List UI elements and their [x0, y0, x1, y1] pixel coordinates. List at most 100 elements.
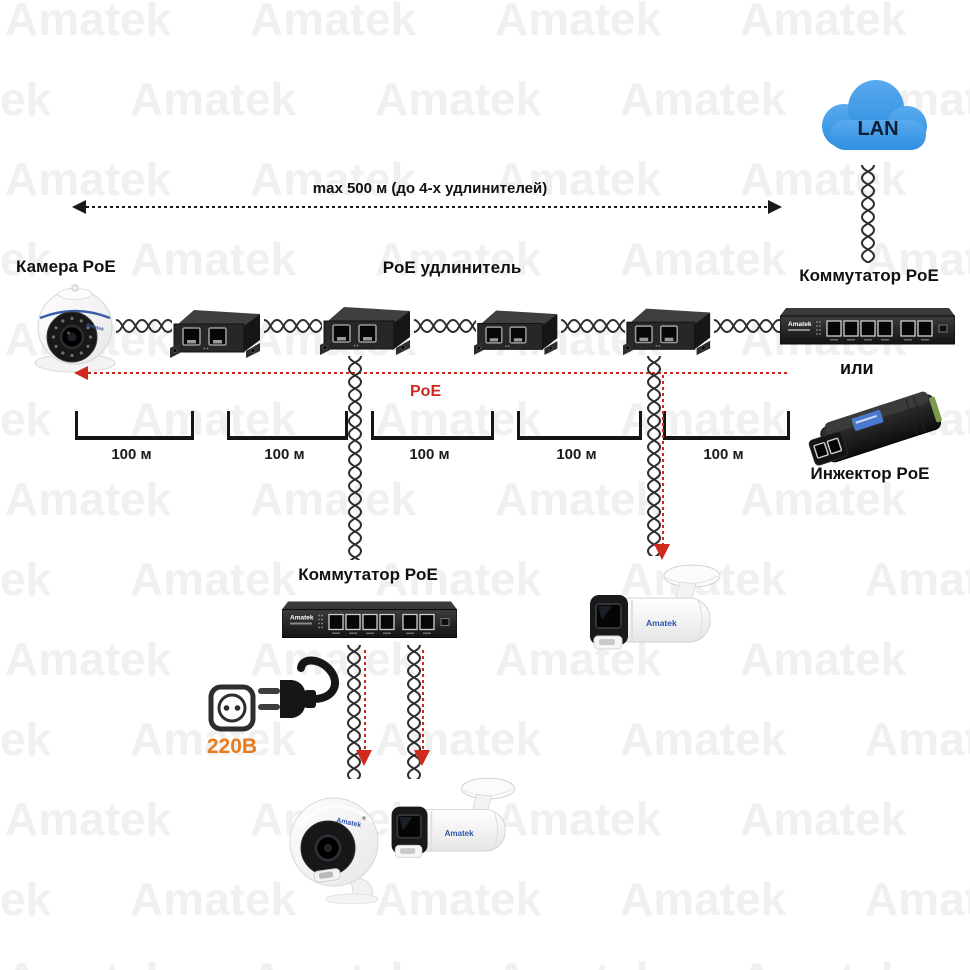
- watermark-text: Amatek: [130, 73, 297, 125]
- poe-switch-label: Коммутатор PoE: [799, 266, 939, 285]
- lan-cloud-icon: LAN: [822, 80, 927, 150]
- poe-drop-line: [662, 375, 664, 545]
- distance-bracket-5: [663, 411, 790, 440]
- extender4-drop-cable: [646, 356, 662, 556]
- max-distance-label: max 500 м (до 4-х удлинителей): [312, 180, 548, 197]
- watermark-text: Amatek: [250, 153, 417, 205]
- twisted-pair-cable: [414, 318, 476, 334]
- power-220v-label: 220В: [206, 735, 258, 758]
- rj45-port: [813, 441, 829, 459]
- distance-bracket-1: [75, 411, 194, 440]
- bullet-camera-icon: Amatek: [590, 564, 721, 650]
- arrow-left-icon: [72, 200, 86, 214]
- watermark-text: Amatek: [5, 633, 172, 685]
- switch-brand-text: Amatek: [290, 615, 314, 622]
- watermark-text: Amatek: [5, 952, 171, 970]
- extender2-drop-cable: [347, 356, 363, 560]
- poe-power-line: [88, 372, 788, 374]
- turret-camera-icon: Amatek: [289, 797, 379, 904]
- segment-length-label: 100 м: [556, 446, 597, 463]
- poe-extender-label: PoE удлинитель: [382, 258, 522, 277]
- watermark-text: Amatek: [740, 633, 907, 685]
- camera-brand-text: Amatek: [646, 618, 677, 628]
- cloud-to-switch-cable: [860, 165, 876, 263]
- poe-extender-3: [474, 310, 558, 355]
- or-label: или: [840, 358, 874, 378]
- twisted-pair-cable: [116, 318, 172, 334]
- segment-length-label: 100 м: [111, 446, 152, 463]
- twisted-pair-cable: [561, 318, 625, 334]
- watermark-text: Amatek: [130, 873, 297, 925]
- switch-drop-cable-2: [406, 645, 422, 779]
- watermark-text: Amatek: [0, 873, 52, 925]
- poe-arrow-down-icon: [356, 750, 372, 766]
- watermark-text: Amatek: [495, 473, 662, 525]
- watermark-text: Amatek: [865, 873, 970, 925]
- switch-brand-text: Amatek: [788, 321, 812, 328]
- twisted-pair-cable: [264, 318, 322, 334]
- dome-camera-icon: Amatek: [34, 284, 116, 373]
- watermark-text: Amatek: [0, 73, 52, 125]
- distance-bracket-3: [371, 411, 494, 440]
- poe-arrow-down-icon: [654, 544, 670, 560]
- watermark-text: Amatek: [250, 952, 416, 970]
- power-outlet-icon: [208, 684, 256, 732]
- watermark-text: Amatek: [0, 553, 52, 605]
- lan-label: LAN: [857, 118, 898, 140]
- poe-drop-line: [364, 650, 366, 752]
- switch-port-group: [328, 613, 435, 631]
- poe-extender-4: [623, 308, 711, 356]
- watermark-text: Amatek: [495, 952, 661, 970]
- watermark-text: Amatek: [5, 153, 172, 205]
- watermark-text: Amatek: [250, 473, 417, 525]
- watermark-text: Amatek: [495, 0, 662, 45]
- switch-drop-cable-1: [346, 645, 362, 779]
- poe-switch-device: Amatek: [780, 308, 955, 345]
- rj45-port: [826, 437, 843, 455]
- watermark-text: Amatek: [130, 553, 297, 605]
- camera-brand-text: Amatek: [85, 322, 104, 333]
- poe-arrow-left-icon: [74, 366, 88, 380]
- watermark-text: Amatek: [5, 0, 172, 45]
- poe-arrow-down-icon: [414, 750, 430, 766]
- distance-bracket-2: [227, 411, 348, 440]
- arrow-right-icon: [768, 200, 782, 214]
- camera-poe-label: Камера PoE: [16, 257, 116, 276]
- watermark-text: Amatek: [865, 713, 970, 765]
- bullet-camera-icon: Amatek: [391, 777, 516, 859]
- watermark-text: Amatek: [740, 0, 907, 45]
- segment-length-label: 100 м: [703, 446, 744, 463]
- camera-brand-text: Amatek: [445, 829, 475, 838]
- poe-injector-label: Инжектор PoE: [810, 464, 930, 483]
- max-distance-arrow-line: [86, 206, 768, 208]
- segment-length-label: 100 м: [264, 446, 305, 463]
- segment-length-label: 100 м: [409, 446, 450, 463]
- watermark-text: Amatek: [740, 793, 907, 845]
- poe-injector-icon: [808, 391, 942, 466]
- distance-bracket-4: [517, 411, 642, 440]
- watermark-text: Amatek: [0, 713, 52, 765]
- watermark-text: Amatek: [620, 233, 787, 285]
- watermark-text: Amatek: [865, 553, 970, 605]
- watermark-text: Amatek: [250, 0, 417, 45]
- power-plug-icon: [258, 656, 339, 718]
- lower-poe-switch-device: Amatek: [282, 601, 457, 638]
- poe-extender-2: [320, 307, 410, 355]
- poe-extender-1: [170, 310, 260, 358]
- watermark-text: Amatek: [5, 793, 172, 845]
- switch-port-group: [826, 320, 933, 337]
- watermark-text: Amatek: [620, 73, 787, 125]
- watermark-text: Amatek: [740, 952, 906, 970]
- watermark-text: Amatek: [620, 713, 787, 765]
- poe-line-label: PoE: [410, 383, 442, 400]
- watermark-text: Amatek: [130, 233, 297, 285]
- ir-led-ring: [51, 316, 93, 358]
- watermark-text: Amatek: [0, 393, 52, 445]
- watermark-text: Amatek: [375, 73, 542, 125]
- lower-switch-label: Коммутатор PoE: [298, 565, 438, 584]
- watermark-text: Amatek: [495, 153, 662, 205]
- watermark-text: Amatek: [5, 473, 172, 525]
- twisted-pair-cable: [714, 318, 780, 334]
- watermark-text: Amatek: [375, 713, 542, 765]
